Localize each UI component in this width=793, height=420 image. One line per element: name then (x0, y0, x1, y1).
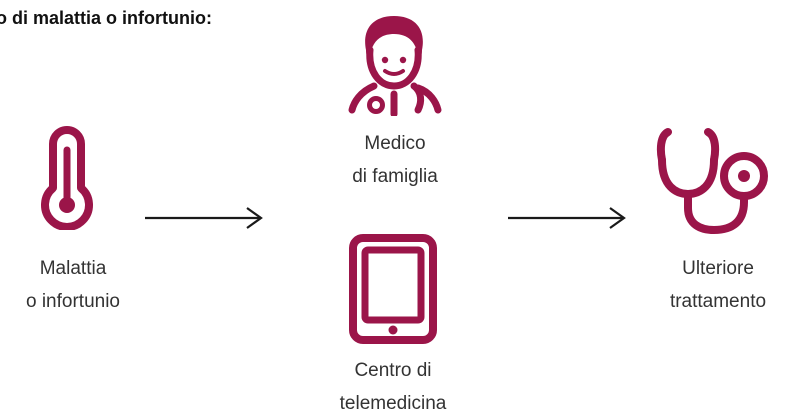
telemedicine-label-line2: telemedicina (339, 393, 447, 414)
doctor-label: Medico di famiglia (325, 127, 465, 193)
treatment-label: Ulteriore trattamento (648, 252, 788, 318)
illness-label: Malattia o infortunio (8, 252, 138, 318)
doctor-label-line1: Medico (364, 133, 426, 154)
illness-label-line2: o infortunio (25, 291, 120, 312)
telemedicine-label: Centro di telemedicina (318, 354, 468, 420)
doctor-icon (348, 16, 442, 116)
telemedicine-label-line1: Centro di (354, 360, 432, 381)
illness-label-line1: Malattia (39, 258, 107, 279)
treatment-label-line2: trattamento (669, 291, 767, 312)
tablet-icon (349, 234, 437, 344)
treatment-label-line1: Ulteriore (682, 258, 754, 279)
arrow-providers-to-treatment (508, 207, 626, 229)
diagram-heading: o di malattia o infortunio: (0, 8, 212, 28)
arrow-illness-to-providers (145, 207, 263, 229)
thermometer-icon (41, 126, 93, 230)
doctor-label-line2: di famiglia (352, 166, 438, 187)
stethoscope-icon (656, 128, 768, 235)
